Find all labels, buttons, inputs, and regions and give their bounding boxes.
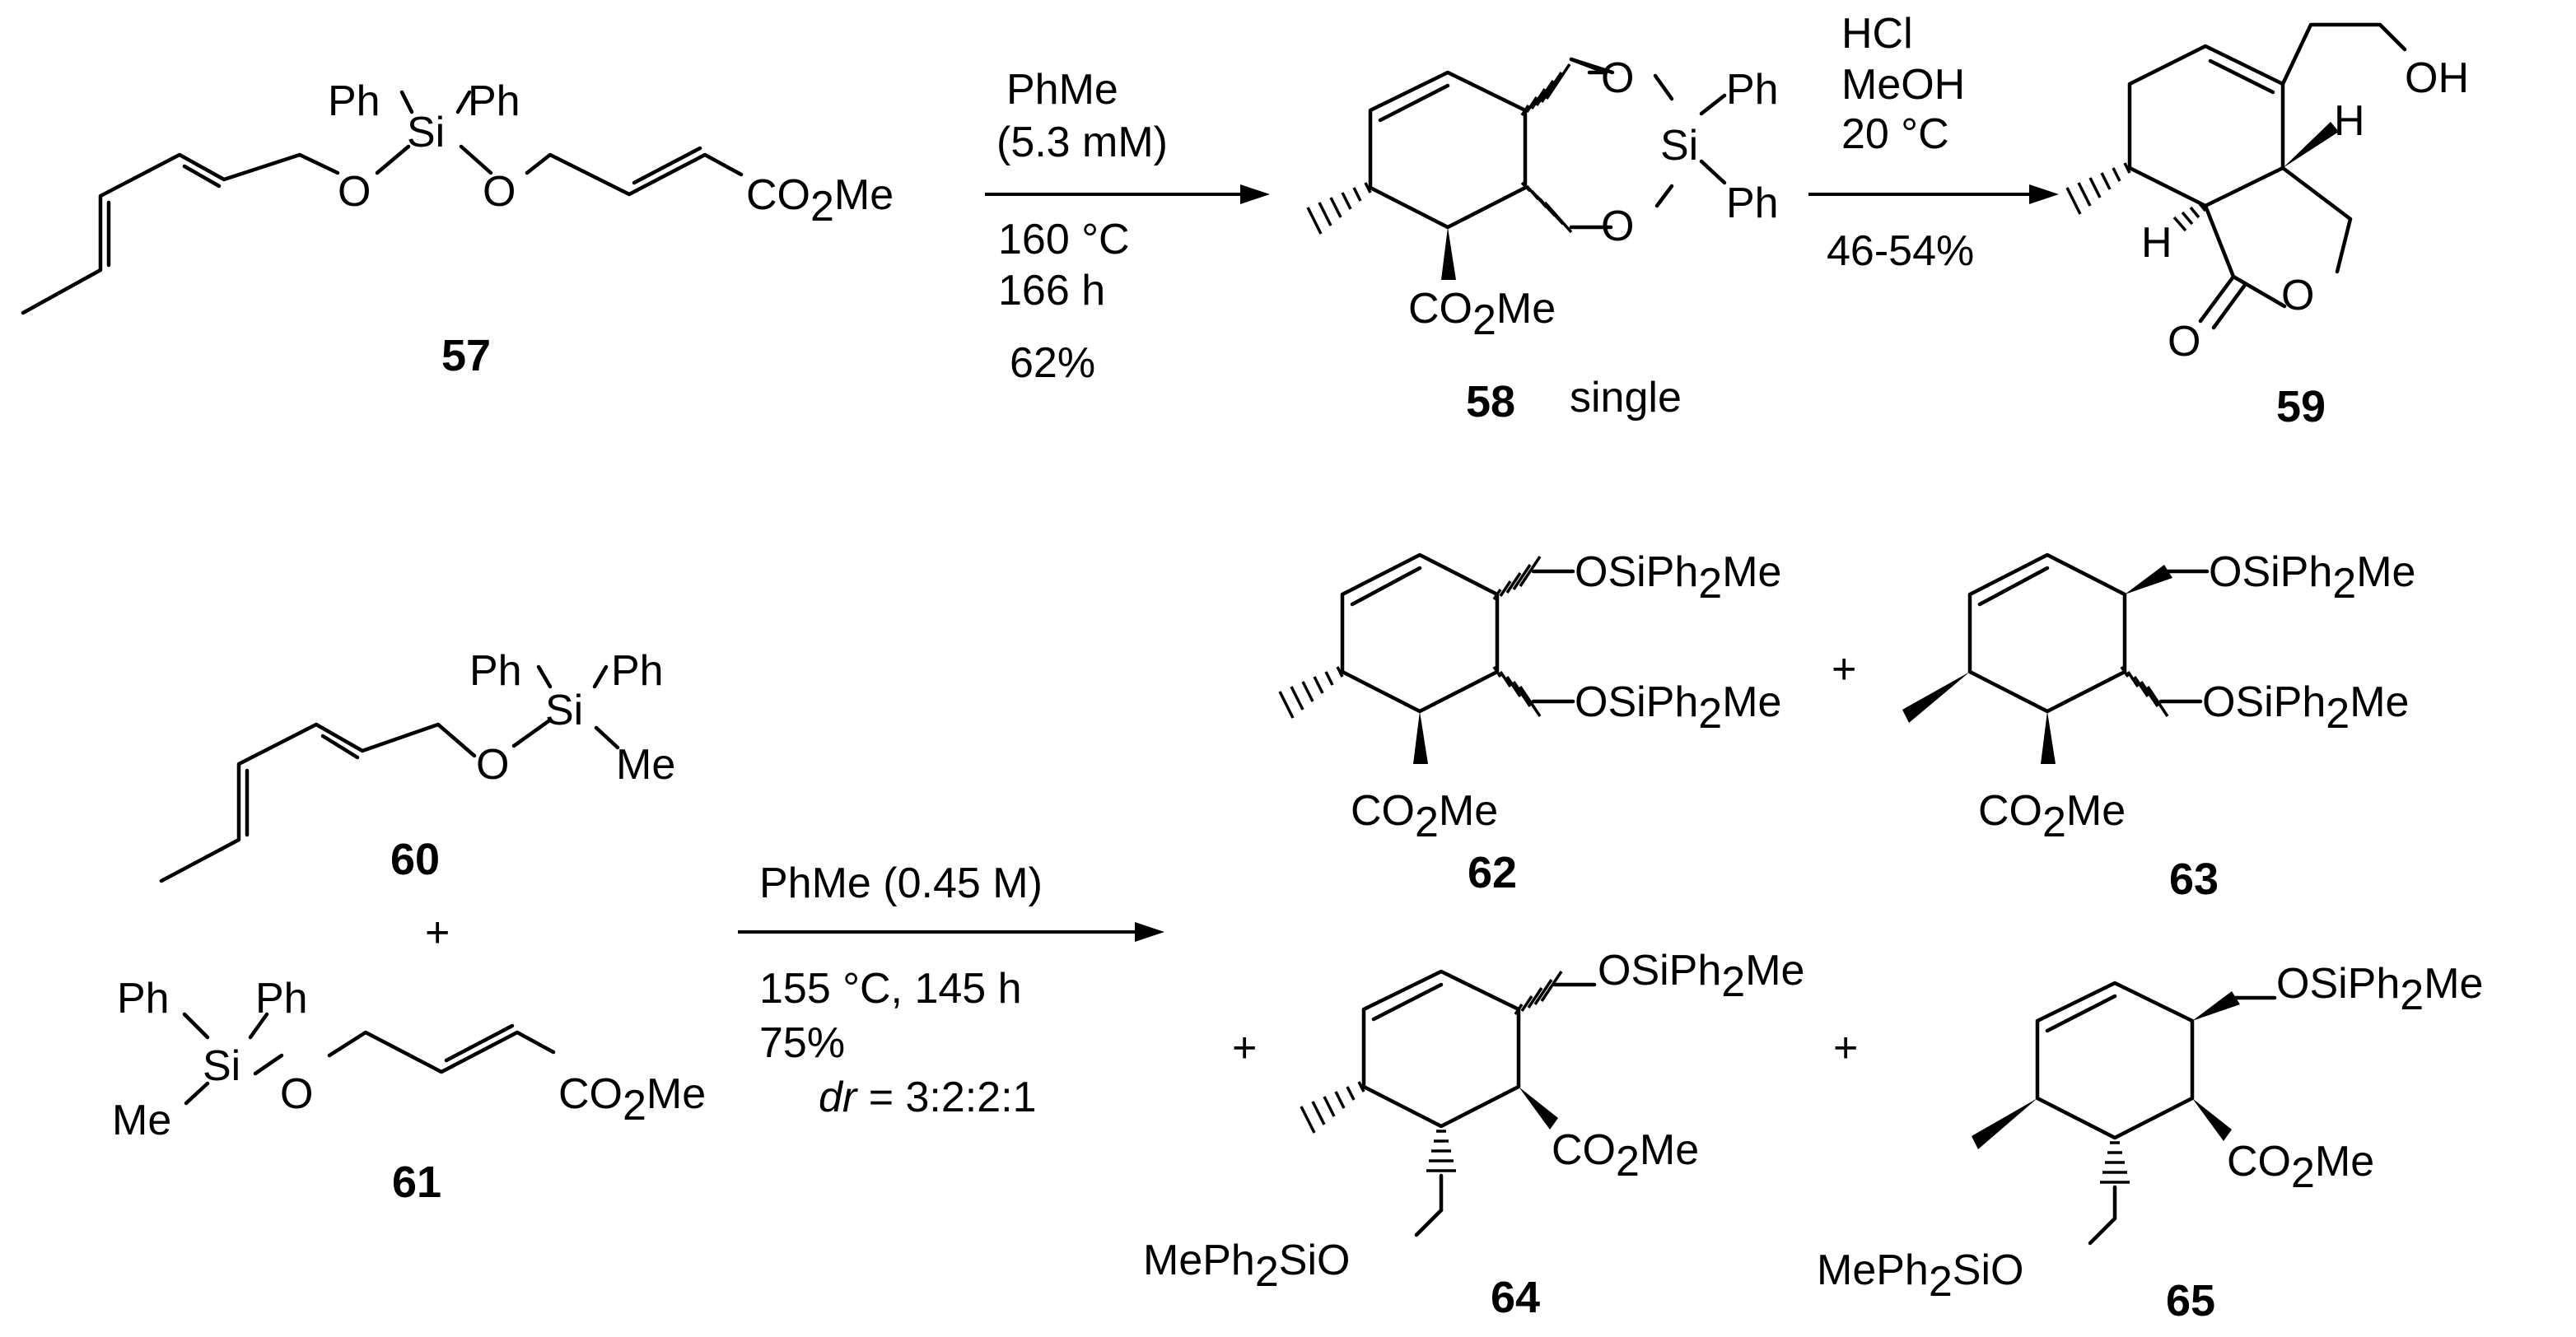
ester-label: CO2Me [1552, 1126, 1699, 1186]
ester-label: CO2Me [2227, 1138, 2374, 1197]
temperature-time-label: 155 °C, 145 h [759, 965, 1022, 1013]
compound-number: 64 [1491, 1273, 1540, 1322]
compound-number: 62 [1468, 848, 1517, 897]
hashed-bond [1514, 971, 1563, 1015]
phenyl-label: Ph [117, 975, 170, 1023]
phenyl-label: Ph [469, 647, 522, 695]
compound-number: 63 [2169, 855, 2219, 904]
time-label: 166 h [998, 267, 1105, 314]
hashed-bond [1426, 1130, 1456, 1172]
silicon-label: Si [203, 1042, 240, 1090]
selectivity-note: single [1570, 374, 1682, 422]
oxygen-label: O [1601, 54, 1634, 102]
compound-58: O O Si Ph Ph CO2Me 58 single [1306, 54, 1779, 426]
oxygen-label: O [476, 741, 509, 789]
phenyl-label: Ph [1726, 179, 1779, 227]
compound-number: 57 [441, 331, 491, 380]
plus-sign: + [1833, 1024, 1858, 1072]
silicon-label: Si [407, 109, 445, 156]
silyl-ether-label: OSiPh2Me [1598, 947, 1804, 1006]
yield-label: 46-54% [1827, 227, 1974, 275]
hashed-bond [1306, 182, 1372, 235]
solvent-label: MeOH [1841, 61, 1965, 109]
reagent-label: HCl [1841, 10, 1913, 58]
hashed-bond [1300, 1081, 1365, 1134]
oxygen-label: O [1601, 203, 1634, 250]
compound-61: Ph Ph Si Me O CO2Me 61 [112, 975, 706, 1207]
compound-63: OSiPh2Me OSiPh2Me CO2Me 63 [1902, 548, 2415, 904]
dr-label: dr = 3:2:2:1 [819, 1074, 1037, 1121]
ester-label: CO2Me [1351, 787, 1498, 846]
plus-sign: + [425, 909, 450, 957]
silyl-ether-label: OSiPh2Me [2276, 960, 2483, 1019]
compound-57: Ph Ph Si O O CO2Me 57 [21, 77, 894, 380]
phenyl-label: Ph [1726, 66, 1779, 114]
compound-62: OSiPh2Me OSiPh2Me CO2Me 62 [1278, 548, 1781, 897]
oxygen-label: O [2281, 272, 2314, 319]
silyl-ether-label: OSiPh2Me [1575, 678, 1781, 738]
hashed-bond [2120, 666, 2169, 717]
silyl-ether-label: OSiPh2Me [2209, 548, 2415, 608]
hydroxyl-label: OH [2405, 54, 2469, 102]
hashed-bond [2172, 201, 2207, 232]
compound-number: 61 [392, 1158, 441, 1207]
yield-label: 62% [1010, 339, 1095, 387]
oxygen-label: O [338, 168, 371, 216]
reaction-arrow-1: PhMe (5.3 mM) 160 °C 166 h 62% [985, 66, 1270, 387]
compound-number: 65 [2166, 1276, 2215, 1325]
phenyl-label: Ph [328, 77, 380, 125]
yield-label: 75% [759, 1019, 845, 1067]
ester-label: CO2Me [746, 171, 894, 231]
ester-label: CO2Me [1408, 285, 1556, 344]
reaction-arrow-3: PhMe (0.45 M) 155 °C, 145 h 75% dr = 3:2… [738, 860, 1164, 1121]
hashed-bond [1520, 63, 1571, 116]
phenyl-label: Ph [468, 77, 520, 125]
silyl-ether-label: MePh2SiO [1143, 1237, 1350, 1296]
methyl-label: Me [616, 741, 675, 789]
silyl-ether-label: OSiPh2Me [2202, 678, 2409, 738]
phenyl-label: Ph [255, 975, 308, 1023]
silyl-ether-label: MePh2SiO [1817, 1246, 2023, 1306]
oxygen-label: O [280, 1070, 313, 1118]
temperature-label: 160 °C [998, 216, 1130, 263]
phenyl-label: Ph [611, 647, 664, 695]
silyl-ether-label: OSiPh2Me [1575, 548, 1781, 608]
silicon-label: Si [1660, 122, 1698, 170]
concentration-label: (5.3 mM) [996, 119, 1168, 166]
compound-65: OSiPh2Me CO2Me MePh2SiO 65 [1817, 960, 2483, 1325]
compound-number: 60 [390, 835, 440, 884]
carbonyl-oxygen-label: O [2168, 318, 2200, 366]
methyl-label: Me [112, 1097, 171, 1144]
compound-number: 58 [1466, 377, 1515, 426]
conditions-label: PhMe (0.45 M) [759, 860, 1043, 907]
silicon-label: Si [545, 687, 583, 734]
hashed-bond [2100, 1141, 2130, 1184]
hashed-bond [1492, 666, 1542, 717]
ester-label: CO2Me [558, 1070, 706, 1130]
plus-sign: + [1232, 1024, 1257, 1072]
compound-60: Ph Ph Si O Me 60 [159, 647, 675, 884]
temperature-label: 20 °C [1841, 110, 1949, 158]
reaction-arrow-2: HCl MeOH 20 °C 46-54% [1808, 10, 2059, 275]
hashed-bond [2065, 162, 2131, 215]
ester-label: CO2Me [1978, 787, 2126, 846]
hashed-bond [1520, 181, 1573, 234]
solvent-label: PhMe [1006, 66, 1118, 114]
hashed-bond [1278, 666, 1344, 719]
oxygen-label: O [483, 168, 516, 216]
compound-number: 59 [2276, 382, 2326, 431]
compound-59: OH H H O O 59 [2065, 22, 2469, 431]
hashed-bond [1492, 556, 1542, 600]
hydrogen-label: H [2141, 219, 2172, 267]
compound-64: OSiPh2Me CO2Me MePh2SiO 64 [1143, 947, 1804, 1322]
hydrogen-label: H [2334, 97, 2365, 145]
plus-sign: + [1832, 645, 1856, 693]
